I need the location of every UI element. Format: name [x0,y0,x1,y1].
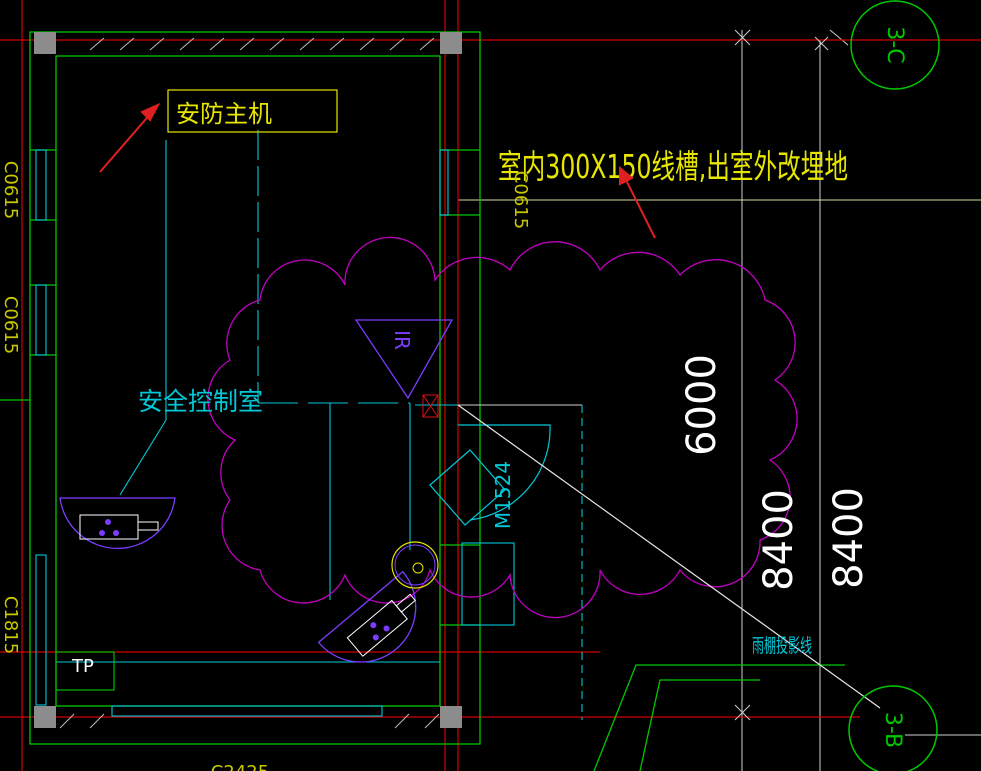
room-name-label: 安全控制室 [138,387,263,416]
round-device [391,541,439,589]
canopy-line-label: 雨棚投影线 [752,635,812,657]
structural-columns [34,32,462,728]
window-tag-bottom: C2425 [211,762,269,771]
wall-hatching [59,37,440,729]
dimension-8400-b: 8400 [826,487,872,589]
axis-grid-lines [458,29,981,771]
grid-crosshairs [734,29,829,721]
annotation-arrows [99,102,656,239]
camera-device-bottom [317,570,417,663]
axis-3b-label: 3-B [880,712,905,748]
window-tag-top: C0615 [0,161,21,219]
canopy-projection-line [457,404,881,709]
axis-3c-label: 3-C [882,26,907,63]
cyan-windows-trays [35,130,583,720]
dimension-6000: 6000 [679,354,725,456]
camera-device-left [59,497,176,549]
dimension-8400-a: 8400 [756,489,802,591]
junction-box-symbol [422,394,439,418]
axis-bubble-3b: 3-B [848,685,938,771]
window-tag-mid: C0615 [0,296,21,354]
window-tag-right: C0615 [510,171,531,229]
ir-tag: IR [390,330,414,350]
window-tag-low: C1815 [0,596,21,654]
security-host-box [167,89,338,133]
door-m1524: M1524 [429,424,551,529]
axis-bubble-3c: 3-C [850,0,940,90]
revision-cloud [207,236,798,619]
tp-tag: TP [71,656,94,677]
security-host-label: 安防主机 [176,100,272,128]
ir-sensor-symbol: IR [354,319,454,400]
tray-note-label: 室内300X150线槽,出室外改埋地 [498,147,848,186]
door-tag: M1524 [491,461,515,529]
